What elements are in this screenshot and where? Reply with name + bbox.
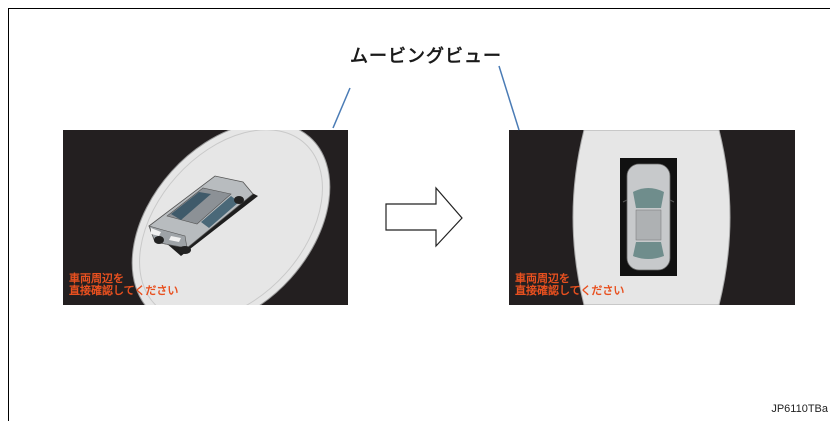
right-arrow-outline-icon <box>385 186 463 248</box>
frame-left-border <box>8 8 9 421</box>
car-top-view-icon <box>622 163 675 271</box>
left-message-line2: 直接確認してください <box>69 284 179 297</box>
left-warning-message: 車両周辺を 直接確認してください <box>69 273 178 297</box>
figure-title: ムービングビュー <box>350 46 502 67</box>
view-area-ellipse <box>131 130 331 305</box>
callout-line-right <box>498 65 520 131</box>
callout-line-left <box>332 87 351 129</box>
left-screen: 車両周辺を 直接確認してください <box>63 130 348 305</box>
car-3d-angled-icon <box>148 175 254 254</box>
right-screen: 車両周辺を 直接確認してください <box>509 130 795 305</box>
left-message-line1: 車両周辺を <box>69 272 124 285</box>
figure-code: JP6110TBa <box>771 403 828 415</box>
right-message-line1: 車両周辺を <box>515 272 570 285</box>
moving-view-angled <box>131 130 331 305</box>
right-message-line2: 直接確認してください <box>515 284 625 297</box>
moving-view-top <box>572 130 731 305</box>
frame-top-border <box>8 8 830 9</box>
right-warning-message: 車両周辺を 直接確認してください <box>515 273 624 297</box>
view-area-inner-ring <box>139 130 323 305</box>
